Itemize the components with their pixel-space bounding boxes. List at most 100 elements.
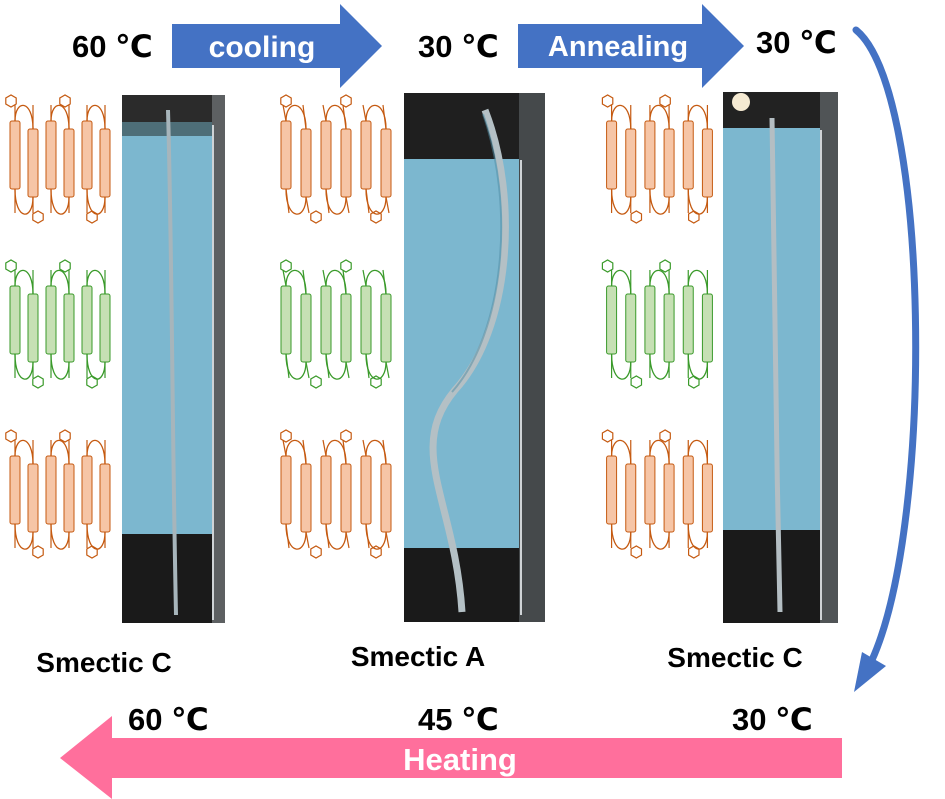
mesogen-rod: [320, 455, 332, 525]
phenyl-ring-icon: [32, 210, 44, 224]
mesogen-layer: [280, 429, 392, 559]
mesogen-rod: [320, 120, 332, 190]
terminal-chain: [305, 196, 310, 214]
terminal-chain: [342, 439, 347, 465]
annealing-arrow: Annealing: [518, 4, 744, 88]
molecular-diagram-smectic-c-left: [5, 94, 111, 559]
mesogen-rod: [280, 285, 292, 355]
terminal-chain: [385, 531, 390, 549]
temp-bottom-left: 60 ℃: [128, 702, 209, 737]
phenyl-ring-icon: [59, 429, 71, 443]
temp-bottom-mid: 45 ℃: [418, 702, 499, 737]
terminal-chain: [342, 104, 347, 130]
mesogen-rod: [360, 455, 372, 525]
mesogen-rod: [81, 285, 93, 355]
mesogen-layer: [601, 94, 713, 224]
phenyl-ring-icon: [601, 259, 614, 273]
heating-arrow: Heating: [60, 716, 842, 799]
mesogen-layer: [5, 259, 111, 389]
mesogen-rod: [320, 285, 332, 355]
mesogen-rod: [644, 285, 656, 355]
terminal-chain: [325, 353, 330, 379]
phenyl-ring-icon: [5, 259, 17, 273]
terminal-chain: [362, 439, 367, 457]
mesogen-rod: [380, 463, 392, 533]
mesogen-layer: [601, 259, 713, 389]
phenyl-ring-icon: [630, 375, 643, 389]
terminal-chain: [282, 269, 287, 287]
phase-label-3: Smectic C: [667, 642, 802, 673]
mesogen-rod: [280, 120, 292, 190]
phenyl-ring-icon: [32, 375, 44, 389]
mesogen-rod: [625, 463, 637, 533]
phenyl-ring-icon: [86, 375, 98, 389]
terminal-chain: [285, 353, 290, 379]
mesogen-rod: [701, 463, 713, 533]
terminal-chain: [285, 188, 290, 214]
phenyl-ring-icon: [310, 545, 322, 559]
phenyl-ring-icon: [5, 429, 17, 443]
mesogen-layer: [280, 94, 392, 224]
phenyl-ring-icon: [687, 545, 700, 559]
mesogen-rod: [340, 293, 352, 363]
phenyl-ring-icon: [370, 210, 382, 224]
phenyl-ring-icon: [32, 545, 44, 559]
mesogen-rod: [45, 455, 57, 525]
mesogen-rod: [81, 120, 93, 190]
phenyl-ring-icon: [370, 545, 382, 559]
terminal-chain: [282, 104, 287, 122]
terminal-chain: [325, 523, 330, 549]
terminal-chain: [305, 531, 310, 549]
mesogen-rod: [27, 463, 39, 533]
phenyl-ring-icon: [280, 94, 292, 108]
terminal-chain: [382, 104, 387, 130]
mesogen-rod: [606, 120, 618, 190]
phenyl-ring-icon: [601, 429, 614, 443]
mesogen-rod: [27, 128, 39, 198]
mesogen-rod: [360, 120, 372, 190]
phenyl-ring-icon: [86, 545, 98, 559]
mesogen-rod: [9, 285, 21, 355]
terminal-chain: [382, 269, 387, 295]
terminal-chain: [385, 196, 390, 214]
mesogen-rod: [663, 463, 675, 533]
mesogen-layer: [5, 429, 111, 559]
cooling-label: cooling: [209, 31, 316, 64]
mesogen-rod: [701, 128, 713, 198]
photo-smectic-c-right: [723, 92, 838, 623]
phenyl-ring-icon: [59, 94, 71, 108]
mesogen-rod: [45, 285, 57, 355]
molecular-diagram-smectic-a: [280, 94, 392, 559]
phenyl-ring-icon: [310, 210, 322, 224]
mesogen-rod: [644, 455, 656, 525]
terminal-chain: [282, 439, 287, 457]
phenyl-ring-icon: [340, 94, 352, 108]
heating-label: Heating: [403, 742, 517, 777]
mesogen-rod: [45, 120, 57, 190]
mesogen-rod: [625, 293, 637, 363]
mesogen-rod: [63, 128, 75, 198]
return-arrow: [852, 26, 920, 692]
mesogen-rod: [663, 293, 675, 363]
mesogen-rod: [682, 285, 694, 355]
mesogen-rod: [300, 128, 312, 198]
mesogen-rod: [682, 455, 694, 525]
molecular-diagram-smectic-c-right: [601, 94, 713, 559]
mesogen-rod: [701, 293, 713, 363]
terminal-chain: [365, 523, 370, 549]
mesogen-rod: [340, 128, 352, 198]
mesogen-rod: [280, 455, 292, 525]
terminal-chain: [322, 104, 327, 122]
mesogen-rod: [9, 455, 21, 525]
temp-bottom-right: 30 ℃: [732, 702, 813, 737]
phenyl-ring-icon: [601, 94, 614, 108]
mesogen-rod: [27, 293, 39, 363]
mesogen-rod: [300, 463, 312, 533]
terminal-chain: [305, 361, 310, 379]
photo-smectic-c-left: [122, 95, 225, 623]
terminal-chain: [322, 269, 327, 287]
mesogen-rod: [81, 455, 93, 525]
phase-label-1: Smectic C: [36, 647, 171, 678]
terminal-chain: [385, 361, 390, 379]
phenyl-ring-icon: [59, 259, 71, 273]
